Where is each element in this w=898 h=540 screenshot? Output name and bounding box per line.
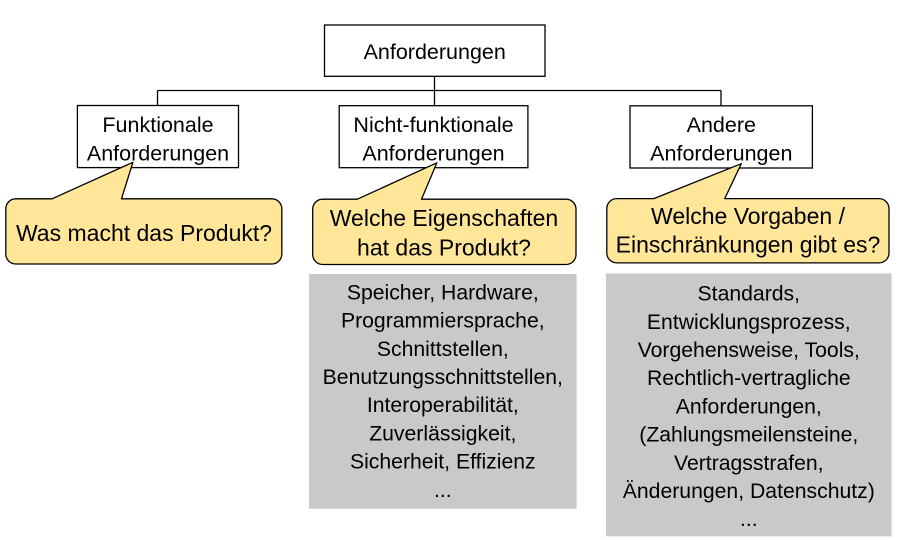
svg-text:Programmiersprache,: Programmiersprache,: [341, 310, 545, 333]
svg-text:Anforderungen: Anforderungen: [362, 142, 504, 166]
svg-text:...: ...: [434, 479, 452, 502]
svg-text:Speicher, Hardware,: Speicher, Hardware,: [347, 281, 539, 304]
svg-text:Rechtlich-vertragliche: Rechtlich-vertragliche: [647, 367, 851, 390]
svg-text:Welche Vorgaben /: Welche Vorgaben /: [651, 203, 846, 229]
svg-text:Standards,: Standards,: [698, 283, 800, 306]
svg-text:Anforderungen,: Anforderungen,: [676, 395, 822, 418]
svg-text:hat das Produkt?: hat das Produkt?: [357, 234, 531, 260]
svg-text:...: ...: [740, 508, 758, 531]
svg-text:Sicherheit, Effizienz: Sicherheit, Effizienz: [350, 451, 536, 474]
svg-text:Funktionale: Funktionale: [102, 113, 213, 137]
svg-text:Anforderungen: Anforderungen: [650, 142, 792, 166]
svg-text:Benutzungsschnittstellen,: Benutzungsschnittstellen,: [323, 366, 563, 389]
svg-text:Vorgehensweise, Tools,: Vorgehensweise, Tools,: [638, 339, 860, 362]
svg-text:Anforderungen: Anforderungen: [87, 142, 229, 166]
svg-text:Schnittstellen,: Schnittstellen,: [377, 338, 509, 361]
svg-text:(Zahlungsmeilensteine,: (Zahlungsmeilensteine,: [639, 424, 858, 447]
svg-text:Interoperabilität,: Interoperabilität,: [367, 394, 519, 417]
svg-text:Änderungen, Datenschutz): Änderungen, Datenschutz): [623, 479, 875, 503]
svg-text:Andere: Andere: [687, 113, 756, 137]
svg-text:Einschränkungen gibt es?: Einschränkungen gibt es?: [616, 231, 881, 257]
svg-text:Vertragsstrafen,: Vertragsstrafen,: [674, 452, 824, 475]
svg-text:Entwicklungsprozess,: Entwicklungsprozess,: [647, 311, 851, 334]
svg-text:Zuverlässigkeit,: Zuverlässigkeit,: [369, 422, 516, 445]
svg-text:Was macht das Produkt?: Was macht das Produkt?: [16, 220, 272, 246]
svg-text:Anforderungen: Anforderungen: [364, 40, 506, 64]
svg-text:Nicht-funktionale: Nicht-funktionale: [353, 113, 513, 137]
svg-text:Welche Eigenschaften: Welche Eigenschaften: [330, 205, 558, 231]
